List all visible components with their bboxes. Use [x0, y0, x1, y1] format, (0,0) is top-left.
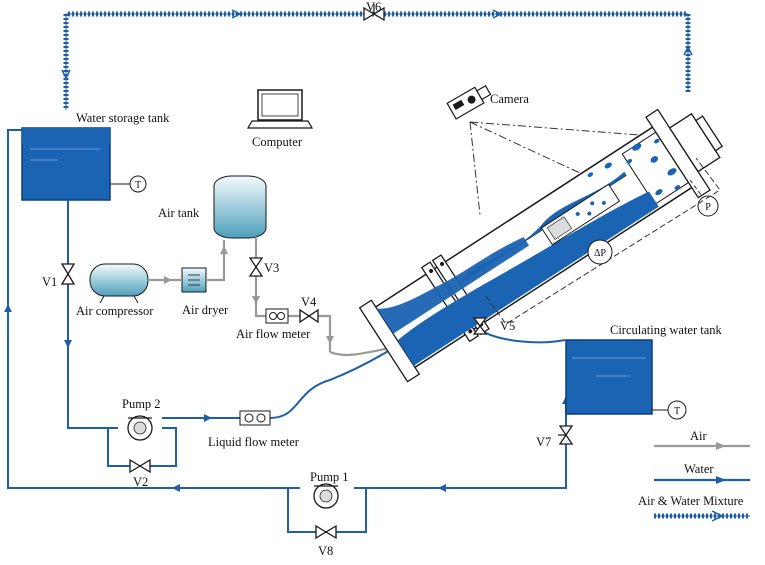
diff-pressure-label: ΔP — [594, 248, 606, 259]
valve-v3-label: V3 — [264, 261, 279, 275]
legend-mixture-label: Air & Water Mixture — [638, 494, 744, 508]
valve-v5-label: V5 — [500, 319, 515, 333]
circulating-water-tank: Circulating water tank — [565, 323, 723, 415]
liquid-flow-meter: Liquid flow meter — [208, 410, 300, 449]
valve-v4-label: V4 — [301, 295, 317, 309]
air-flow-meter: Air flow meter — [236, 308, 311, 341]
legend: Air Water Air & Water Mixture — [638, 429, 750, 522]
valve-v8: V8 — [315, 524, 337, 558]
air-tank: Air tank — [158, 175, 267, 239]
air-compressor: Air compressor — [76, 263, 154, 318]
valve-v8-label: V8 — [318, 544, 333, 558]
valve-v1-label: V1 — [42, 275, 57, 289]
valve-v5: V5 — [472, 317, 515, 335]
water-storage-tank-label: Water storage tank — [76, 111, 170, 125]
pump-1-label: Pump 1 — [310, 470, 349, 484]
air-dryer: Air dryer — [181, 267, 229, 317]
valve-v6-label: V6 — [366, 0, 381, 14]
temperature-sensor-storage-label: T — [135, 180, 141, 191]
mixture-return-line — [61, 9, 693, 110]
computer-label: Computer — [252, 135, 303, 149]
valve-v3: V3 — [248, 257, 279, 277]
valve-v1: V1 — [42, 263, 76, 289]
differential-pressure-sensor: ΔP — [485, 157, 721, 325]
computer-icon: Computer — [246, 89, 314, 149]
valve-v6: V6 — [363, 0, 385, 22]
temperature-sensor-circulating: T — [652, 400, 687, 420]
pump-2: Pump 2 — [122, 397, 161, 441]
liquid-flow-meter-label: Liquid flow meter — [208, 435, 300, 449]
valve-v2-label: V2 — [133, 475, 148, 489]
valve-v4: V4 — [299, 295, 319, 324]
camera-icon: Camera — [446, 84, 529, 120]
temperature-sensor-circulating-label: T — [674, 406, 680, 417]
air-compressor-label: Air compressor — [76, 304, 154, 318]
legend-mixture: Air & Water Mixture — [638, 494, 750, 522]
legend-air: Air — [654, 429, 750, 450]
legend-water: Water — [654, 462, 750, 484]
legend-water-label: Water — [684, 462, 714, 476]
valve-v2: V2 — [129, 458, 151, 489]
air-tank-label: Air tank — [158, 206, 200, 220]
legend-air-label: Air — [690, 429, 708, 443]
pump-1: Pump 1 — [310, 470, 349, 509]
camera-label: Camera — [490, 92, 529, 106]
test-section — [358, 108, 724, 383]
air-dryer-label: Air dryer — [182, 303, 229, 317]
pump-2-label: Pump 2 — [122, 397, 161, 411]
camera-view-lines — [469, 121, 641, 216]
circulating-water-tank-label: Circulating water tank — [610, 323, 723, 337]
pressure-sensor-label: P — [705, 202, 711, 213]
valve-v7-label: V7 — [536, 435, 551, 449]
air-flow-arrows — [164, 246, 334, 344]
temperature-sensor-storage: T — [110, 175, 147, 193]
water-storage-tank: Water storage tank — [21, 111, 170, 201]
air-flow-meter-label: Air flow meter — [236, 327, 311, 341]
valve-v7: V7 — [536, 425, 574, 449]
